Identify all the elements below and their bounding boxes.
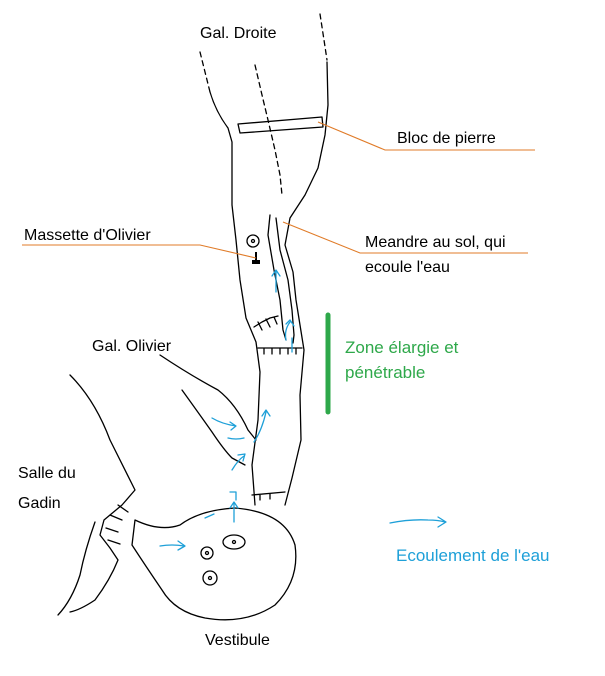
- pillar-gallery-inner: [250, 238, 256, 244]
- flow-arrow-vestibule-3: [204, 513, 215, 519]
- vestibule-chamber: [131, 507, 297, 621]
- zone-hatch-upper: [253, 315, 279, 331]
- salle-hatch: [105, 504, 129, 545]
- gal-olivier-upper-wall: [159, 354, 257, 441]
- water-flow-arrows: [159, 269, 447, 551]
- salle-du-gadin-outer-wall: [57, 521, 96, 616]
- label-massette: Massette d'Olivier: [24, 227, 151, 244]
- label-vestibule: Vestibule: [205, 632, 270, 649]
- gal-droite-right-wall: [284, 61, 329, 506]
- massette-marker-icon: [252, 252, 260, 264]
- leader-meandre: [282, 221, 528, 254]
- meander-channel-left: [267, 214, 287, 341]
- gallery-inner-dashed: [254, 64, 283, 196]
- gal-droite-left-wall: [209, 91, 261, 506]
- flow-arrow-zone-1: [284, 319, 295, 341]
- lower-narrowing: [251, 491, 286, 501]
- flow-arrow-meander: [271, 269, 281, 293]
- salle-du-gadin-wall: [69, 374, 136, 613]
- label-bloc-de-pierre: Bloc de pierre: [397, 130, 496, 147]
- flow-arrow-vestibule-1: [229, 501, 239, 523]
- leader-massette: [22, 244, 257, 259]
- legend-water-arrow: [389, 516, 447, 528]
- flow-arrow-vestibule-2: [159, 540, 186, 551]
- meander-channel-right: [275, 217, 295, 344]
- pillar-vestibule-3-inner: [207, 575, 213, 581]
- pillar-vestibule-1: [200, 546, 214, 560]
- label-ecoulement: Ecoulement de l'eau: [396, 546, 550, 565]
- flow-arrow-olivier-2: [227, 437, 245, 440]
- pillar-vestibule-2-inner: [231, 539, 237, 545]
- flow-arrow-olivier-1: [211, 417, 237, 431]
- gal-droite-left-wall-dashed: [199, 51, 211, 93]
- cave-walls: [57, 13, 329, 621]
- leader-lines: [22, 121, 535, 259]
- gal-droite-right-wall-dashed: [319, 13, 328, 61]
- pillar-vestibule-3: [202, 570, 218, 586]
- label-meandre-line1: Meandre au sol, qui: [365, 234, 506, 251]
- label-gal-olivier: Gal. Olivier: [92, 338, 172, 355]
- label-salle-line1: Salle du: [18, 465, 76, 482]
- flow-arrow-lower-2: [229, 491, 237, 501]
- bloc-de-pierre-shape: [237, 116, 324, 134]
- leader-bloc-de-pierre: [317, 121, 535, 151]
- label-salle-line2: Gadin: [18, 495, 61, 512]
- label-gal-droite: Gal. Droite: [200, 25, 277, 42]
- pillar-vestibule-1-inner: [204, 550, 210, 556]
- label-zone-line1: Zone élargie et: [345, 338, 459, 357]
- label-meandre-line2: ecoule l'eau: [365, 259, 450, 276]
- gal-olivier-lower-wall: [181, 389, 246, 466]
- zone-hatch-lower: [257, 347, 303, 355]
- pillar-vestibule-2: [222, 534, 246, 550]
- flow-arrow-junction: [253, 409, 271, 443]
- pillar-gallery: [246, 234, 260, 248]
- flow-arrow-lower-1: [231, 453, 246, 471]
- label-zone-line2: pénétrable: [345, 363, 425, 382]
